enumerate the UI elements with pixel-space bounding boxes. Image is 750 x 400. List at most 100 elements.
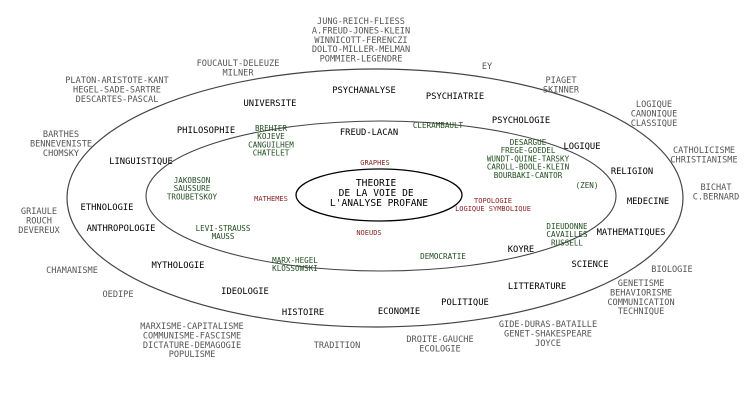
label-mathematiques: MATHEMATIQUES: [597, 228, 666, 238]
label-line: EY: [482, 62, 493, 72]
label-line: FOUCAULT-DELEUZE: [197, 59, 280, 69]
label-ethnologie: ETHNOLOGIE: [81, 203, 134, 213]
label-line: LOGIQUE: [563, 142, 600, 152]
label-line: MARX-HEGEL: [272, 256, 318, 265]
label-ideologie: IDEOLOGIE: [221, 287, 269, 297]
label-line: GIDE-DURAS-BATAILLE: [499, 320, 597, 330]
label-biologie: BIOLOGIE: [651, 265, 692, 275]
label-line: HEGEL-SADE-SARTRE: [73, 85, 161, 95]
label-line: ROUCH: [26, 216, 52, 226]
label-line: HISTOIRE: [282, 308, 324, 318]
center-ellipse: [295, 168, 463, 222]
label-line: CANGUILHEM: [248, 140, 294, 149]
label-line: PSYCHOLOGIE: [492, 116, 550, 126]
label-line: LOGIQUE SYMBOLIQUE: [455, 205, 531, 213]
label-line: A.FREUD-JONES-KLEIN: [312, 26, 410, 36]
label-line: DICTATURE-DEMAGOGIE: [143, 341, 241, 351]
label-line: KOJEVE: [257, 132, 285, 141]
label-line: OEDIPE: [102, 290, 133, 300]
label-line: COMMUNISME-FASCISME: [143, 331, 241, 341]
label-clerambault: CLERAMBAULT: [413, 121, 464, 130]
label-line: RUSSELL: [551, 238, 583, 247]
label-line: SAUSSURE: [174, 184, 211, 193]
center-line: L'ANALYSE PROFANE: [330, 198, 428, 209]
label-economie: ECONOMIE: [378, 307, 420, 317]
label-line: POPULISME: [169, 350, 216, 360]
label-freud-lacan: FREUD-LACAN: [340, 128, 398, 138]
label-line: CHAMANISME: [46, 266, 98, 276]
label-line: PIAGET: [545, 76, 576, 86]
label-line: KOYRE: [508, 245, 534, 255]
label-philosophie: PHILOSOPHIE: [177, 126, 235, 136]
label-line: MATHEMES: [254, 195, 288, 203]
label-line: FREGE-GOEDEL: [501, 146, 556, 155]
label-line: MYTHOLOGIE: [152, 261, 205, 271]
label-line: DEVEREUX: [18, 226, 60, 236]
label-universite: UNIVERSITE: [244, 99, 297, 109]
label-line: WINNICOTT-FERENCZI: [314, 36, 407, 46]
label-line: UNIVERSITE: [244, 99, 297, 109]
label-line: LOGIQUE: [636, 100, 672, 110]
label-line: KLOSSOWSKI: [272, 264, 318, 273]
label-line: LINGUISTIQUE: [109, 157, 173, 167]
label-line: NOEUDS: [356, 229, 381, 237]
label-line: CANONIQUE: [631, 109, 678, 119]
label-line: GRIAULE: [21, 207, 57, 217]
outer-ellipse: [66, 68, 684, 328]
label-line: MILNER: [222, 68, 254, 78]
label-oedipe: OEDIPE: [102, 290, 133, 300]
label-line: PSYCHANALYSE: [332, 86, 396, 96]
label-koyre: KOYRE: [508, 245, 534, 255]
label-line: CAROLL-BOOLE-KLEIN: [487, 163, 570, 172]
label-line: BENNEVENISTE: [30, 139, 92, 149]
label-litterature: LITTERATURE: [508, 282, 566, 292]
label-line: WUNDT-QUINE-TARSKY: [487, 154, 570, 163]
label-line: CHOMSKY: [43, 149, 80, 159]
label-line: TECHNIQUE: [618, 307, 665, 317]
label-line: ETHNOLOGIE: [81, 203, 134, 213]
label-line: DIEUDONNE: [546, 222, 588, 231]
label-line: ECONOMIE: [378, 307, 420, 317]
label-medecine: MEDECINE: [627, 197, 669, 207]
label-line: TROUBETSKOY: [167, 192, 218, 201]
label-line: GRAPHES: [360, 159, 390, 167]
label-line: CATHOLICISME: [673, 146, 735, 156]
label-line: BIOLOGIE: [651, 265, 692, 275]
label-line: CLASSIQUE: [631, 119, 678, 129]
label-graphes: GRAPHES: [360, 159, 390, 167]
label-line: DOLTO-MILLER-MELMAN: [312, 45, 410, 55]
label-psychanalyse: PSYCHANALYSE: [332, 86, 396, 96]
label-science: SCIENCE: [571, 260, 608, 270]
label-chamanisme: CHAMANISME: [46, 266, 98, 276]
label-line: DESARGUE: [510, 138, 547, 147]
label-psychologie: PSYCHOLOGIE: [492, 116, 550, 126]
label-line: BARTHES: [43, 130, 79, 140]
label-line: LITTERATURE: [508, 282, 566, 292]
label-line: JOYCE: [535, 339, 561, 349]
label-line: SKINNER: [543, 85, 580, 95]
label-line: C.BERNARD: [693, 192, 740, 202]
label-line: DESCARTES-PASCAL: [76, 95, 159, 105]
label-psychiatrie: PSYCHIATRIE: [426, 92, 484, 102]
label-mathemes: MATHEMES: [254, 195, 288, 203]
label-line: JUNG-REICH-FLIESS: [317, 17, 405, 27]
label-line: BEHAVIORISME: [610, 288, 672, 298]
label-line: BREHIER: [255, 124, 287, 133]
label-politique: POLITIQUE: [441, 298, 489, 308]
label-line: ANTHROPOLOGIE: [87, 224, 156, 234]
label-line: MATHEMATIQUES: [597, 228, 666, 238]
